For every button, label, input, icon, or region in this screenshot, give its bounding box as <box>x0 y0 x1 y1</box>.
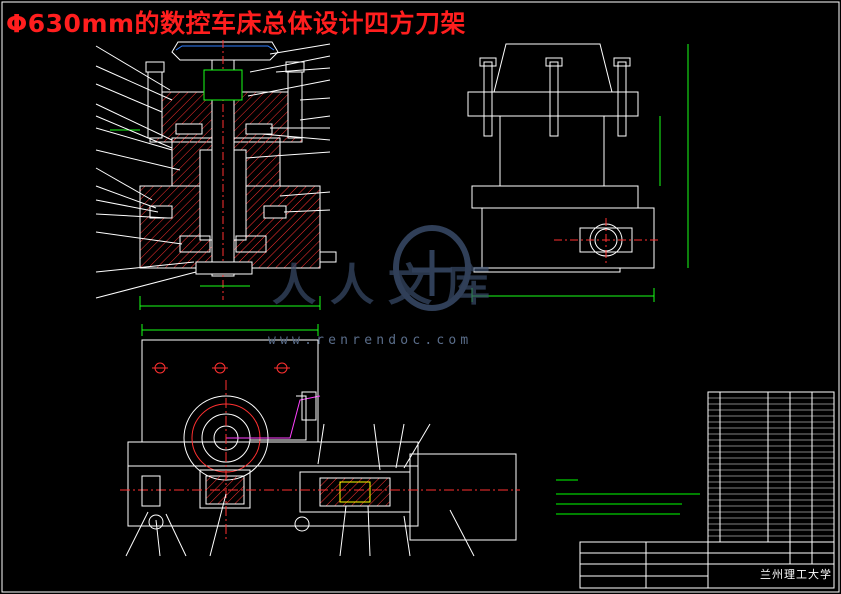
section-view <box>95 40 337 310</box>
watermark-logo: 人人文库 <box>272 225 504 311</box>
title-block <box>579 541 835 589</box>
bolt-icon <box>287 65 303 139</box>
top-cover <box>171 41 279 61</box>
watermark-text: 人人文库 <box>272 260 504 311</box>
front-view <box>467 43 689 302</box>
parts-list-rows <box>708 397 834 537</box>
spring-icon <box>299 471 411 513</box>
school-name: 兰州理工大学 <box>760 568 832 581</box>
bolt-icon <box>147 65 163 139</box>
technical-notes <box>556 479 700 515</box>
bolt-icon <box>479 57 631 137</box>
drawing-title: Φ630mm的数控车床总体设计四方刀架 <box>6 9 467 38</box>
oil-pipe <box>226 395 321 439</box>
watermark-url: www.renrendoc.com <box>268 333 473 348</box>
plan-view <box>120 324 520 557</box>
parts-list <box>707 391 835 543</box>
